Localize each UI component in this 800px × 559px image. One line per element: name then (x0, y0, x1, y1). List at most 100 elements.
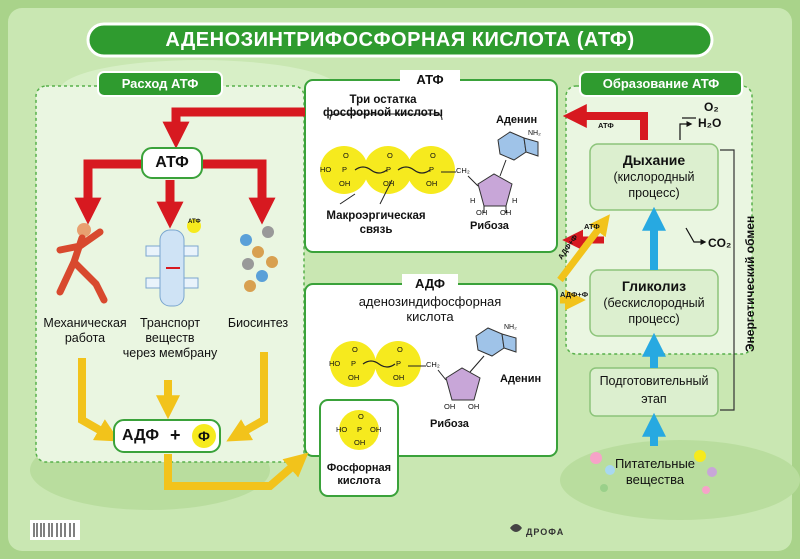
pointer-line (339, 193, 356, 205)
runner-illustration (56, 223, 108, 304)
nutrient-dot (702, 486, 710, 494)
residues-bracket (329, 113, 443, 121)
chem-label: OH (383, 179, 395, 188)
red-arrow-respiration-atp (562, 104, 648, 140)
co2-arrow (685, 227, 707, 245)
red-arrow-to-mechanical (74, 159, 150, 225)
chem-label: CH₂ (456, 166, 470, 175)
chem-label: P (357, 425, 363, 434)
macroergic-bond (354, 166, 388, 174)
adp-adenine-label: Аденин (500, 373, 542, 385)
chem-label: OH (393, 373, 405, 382)
yellow-arrow-mechanical (78, 358, 120, 442)
phosphoric-line2: кислота (337, 475, 381, 487)
o2-label: O₂ (704, 100, 719, 114)
o2-arrow (679, 121, 693, 140)
respiration-sub1: (кислородный (613, 170, 695, 184)
molecule-atom (256, 270, 268, 282)
adenine-ring (523, 137, 539, 157)
chem-label: OH (426, 179, 438, 188)
chem-label: NH₂ (504, 324, 517, 331)
use-transport-line2: веществ (145, 331, 195, 345)
yellow-arrow-adp-to-respiration (557, 214, 610, 283)
chem-label: O (430, 151, 436, 160)
bond-line (467, 175, 479, 187)
chem-label: OH (468, 402, 480, 411)
adp-box-header-bg (402, 274, 458, 292)
atp-tag-mid: АТФ (584, 222, 600, 231)
bond-line (469, 355, 485, 373)
chem-label: OH (348, 373, 360, 382)
atp-spark (187, 219, 201, 233)
bond-line (437, 369, 447, 381)
macroergic-bond (397, 166, 431, 174)
respiration-sub2: процесс) (628, 186, 680, 200)
barcode (30, 520, 80, 540)
respiration-title: Дыхание (622, 152, 686, 168)
phosphoric-line1: Фосфорная (326, 462, 392, 474)
molecule-atom (266, 256, 278, 268)
phosphate-circle (320, 146, 368, 194)
chem-label: O (358, 412, 364, 421)
phosphate-circle (330, 341, 376, 387)
molecule-atom (262, 226, 274, 238)
title-banner (86, 22, 714, 58)
energy-exchange-label: Энергетический обмен (743, 215, 757, 352)
chem-label: O (387, 151, 393, 160)
macroergic-bond (362, 360, 396, 368)
chem-label: P (386, 165, 392, 174)
red-arrow-atp-to-use (162, 107, 305, 149)
chem-label: OH (354, 438, 366, 447)
nutrient-dot (694, 450, 706, 462)
molecule-atom (242, 258, 254, 270)
energy-bracket (720, 149, 735, 411)
phosphate-circle (407, 146, 455, 194)
chem-label: OH (444, 402, 456, 411)
use-transport-line1: Транспорт (139, 316, 201, 330)
chem-label: P (342, 165, 348, 174)
chem-label: H (512, 196, 518, 205)
glycolysis-sub2: процесс) (628, 312, 680, 326)
use-biosynthesis-line1: Биосинтез (227, 316, 289, 330)
use-mechanical-line2: работа (64, 331, 106, 345)
atp-pill-label: АТФ (155, 154, 189, 171)
bg-blob (560, 440, 800, 520)
adp-f-tag-2: АДФ+Ф (560, 290, 589, 299)
chem-label: O (397, 345, 403, 354)
chem-label: P (351, 359, 357, 368)
nutrients-line2: вещества (625, 472, 685, 487)
glycolysis-title: Гликолиз (621, 278, 687, 294)
left-panel-header: Расход АТФ (121, 76, 199, 91)
nutrient-dot (590, 452, 602, 464)
atp-molecule (320, 113, 539, 213)
pointer-line (379, 179, 393, 205)
phosphate-circle (375, 341, 421, 387)
right-panel-header (579, 71, 743, 97)
bond-line (499, 159, 507, 177)
chem-label: OH (370, 425, 382, 434)
adp-box-header: АДФ (414, 276, 446, 291)
atp-macro-line2: связь (359, 224, 393, 236)
nutrient-dot (605, 465, 615, 475)
atp-box-header-bg (400, 70, 460, 88)
atp-box-header: АТФ (416, 72, 444, 87)
use-transport-line3: через мембрану (122, 346, 218, 360)
barcode-lines (33, 523, 75, 537)
chem-label: NH₂ (528, 130, 541, 137)
chem-label: HO (336, 425, 348, 434)
glycolysis-sub1: (бескислородный (603, 296, 705, 310)
chem-label: HO (320, 165, 332, 174)
right-panel-header: Образование АТФ (602, 76, 720, 91)
membrane-illustration (145, 219, 201, 307)
chem-label: P (396, 359, 402, 368)
atp-ribose-label: Рибоза (470, 220, 509, 232)
atp-residues-line1: Три остатка (349, 94, 417, 106)
adp-ribose-label: Рибоза (430, 418, 469, 430)
ribose-ring (445, 367, 481, 401)
adp-phi-pill (113, 419, 221, 453)
molecule-atom (252, 246, 264, 258)
prep-line1: Подготовительный (599, 374, 709, 388)
publisher-logo (510, 524, 522, 532)
atp-pill (141, 147, 203, 179)
